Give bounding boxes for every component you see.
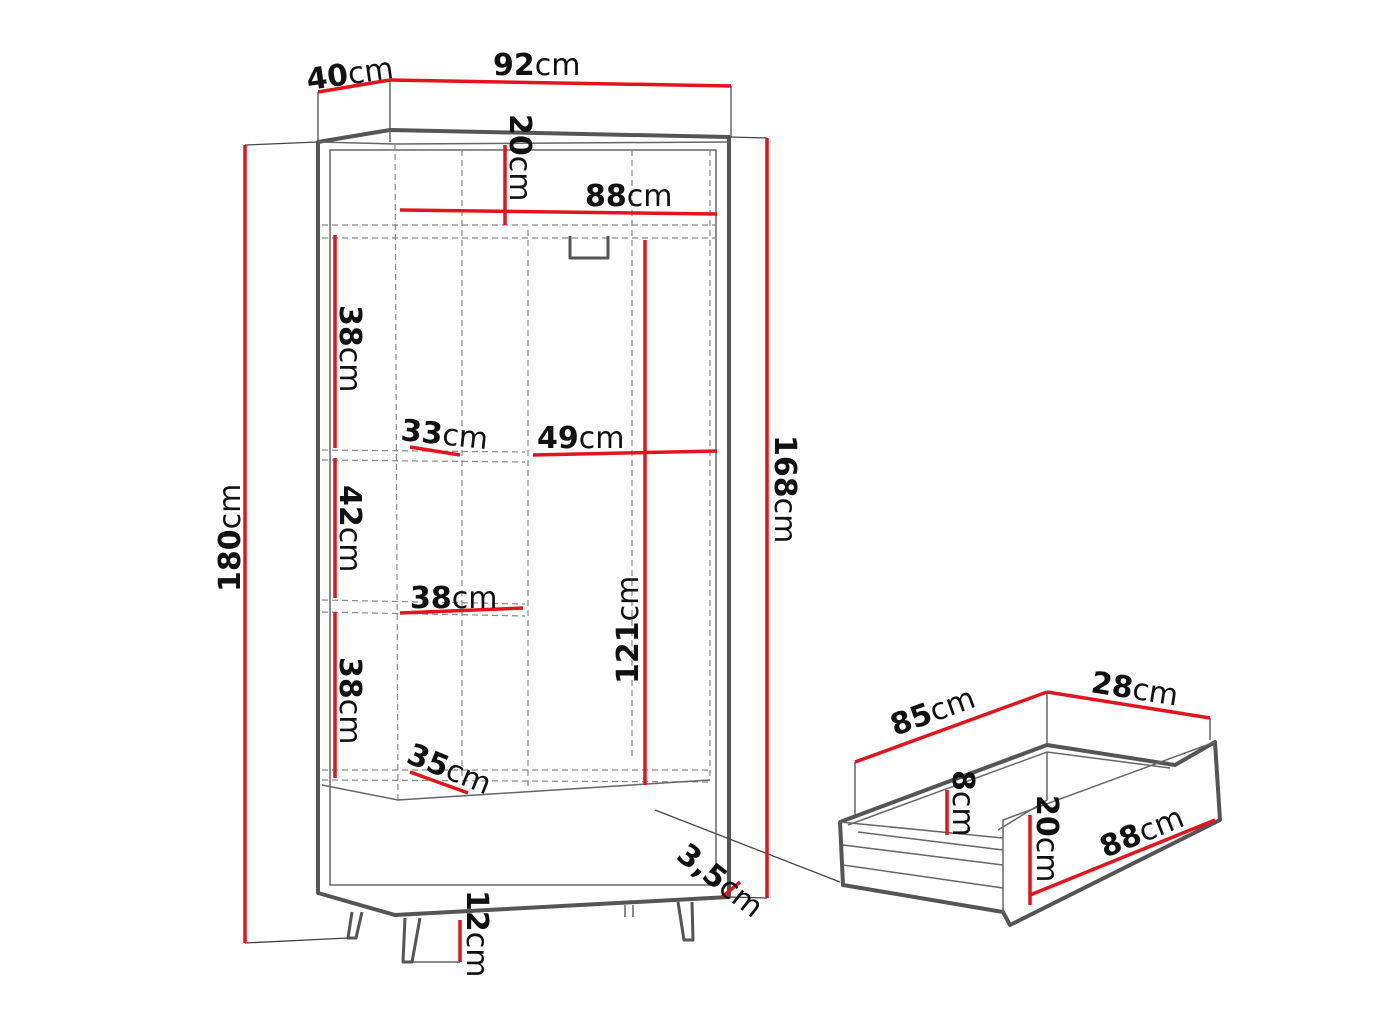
label-inner-width: 88cm	[585, 179, 672, 214]
dimension-lines	[243, 78, 1216, 962]
label-hanging-width: 49cm	[537, 421, 624, 456]
label-shelf-depth-2: 35cm	[402, 737, 496, 802]
label-width-top: 92cm	[493, 48, 580, 83]
label-hanging-height: 121cm	[611, 576, 646, 684]
label-total-height: 180cm	[213, 484, 248, 592]
label-drawer-front-width: 88cm	[1095, 800, 1189, 865]
label-leg-offset: 3,5cm	[670, 837, 769, 925]
label-top-compartment-height: 20cm	[502, 114, 537, 201]
label-drawer-inner-height: 8cm	[945, 770, 980, 837]
label-shelf3-height: 38cm	[332, 657, 367, 744]
dimension-labels: 40cm 92cm 20cm 88cm 38cm 33cm 49cm 168cm…	[213, 48, 1189, 977]
label-drawer-depth: 28cm	[1089, 665, 1181, 713]
label-inner-height: 168cm	[767, 435, 802, 543]
label-leg-height: 12cm	[459, 890, 494, 977]
label-shelf2-height: 42cm	[332, 485, 367, 572]
label-shelf1-height: 38cm	[332, 305, 367, 392]
drawer-drawing	[838, 692, 1222, 927]
label-depth-top: 40cm	[304, 51, 395, 98]
label-shelf-depth-1: 33cm	[399, 413, 490, 457]
label-drawer-front-height: 20cm	[1029, 795, 1064, 882]
label-shelf-width: 38cm	[410, 581, 497, 616]
